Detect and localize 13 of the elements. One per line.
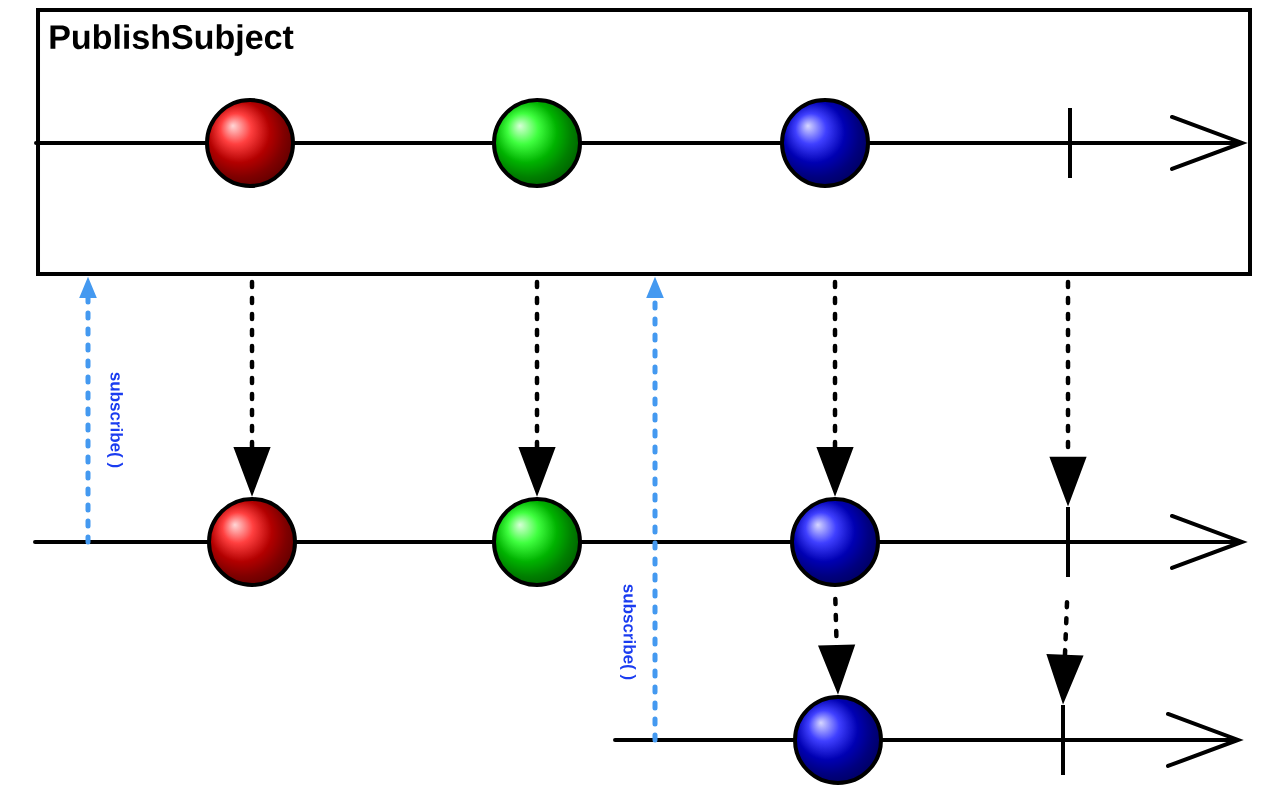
marble [207,497,297,587]
subject-box: PublishSubject [36,8,1252,276]
marble [492,98,582,188]
marble [492,497,582,587]
edge-label: subscribe( ) [107,372,123,468]
edge-label: subscribe( ) [620,584,636,680]
marble [205,98,295,188]
completion-bar [1068,108,1072,178]
marble [793,695,883,785]
marble [790,497,880,587]
marble [780,98,870,188]
completion-bar [1066,507,1070,577]
completion-bar [1061,705,1065,775]
